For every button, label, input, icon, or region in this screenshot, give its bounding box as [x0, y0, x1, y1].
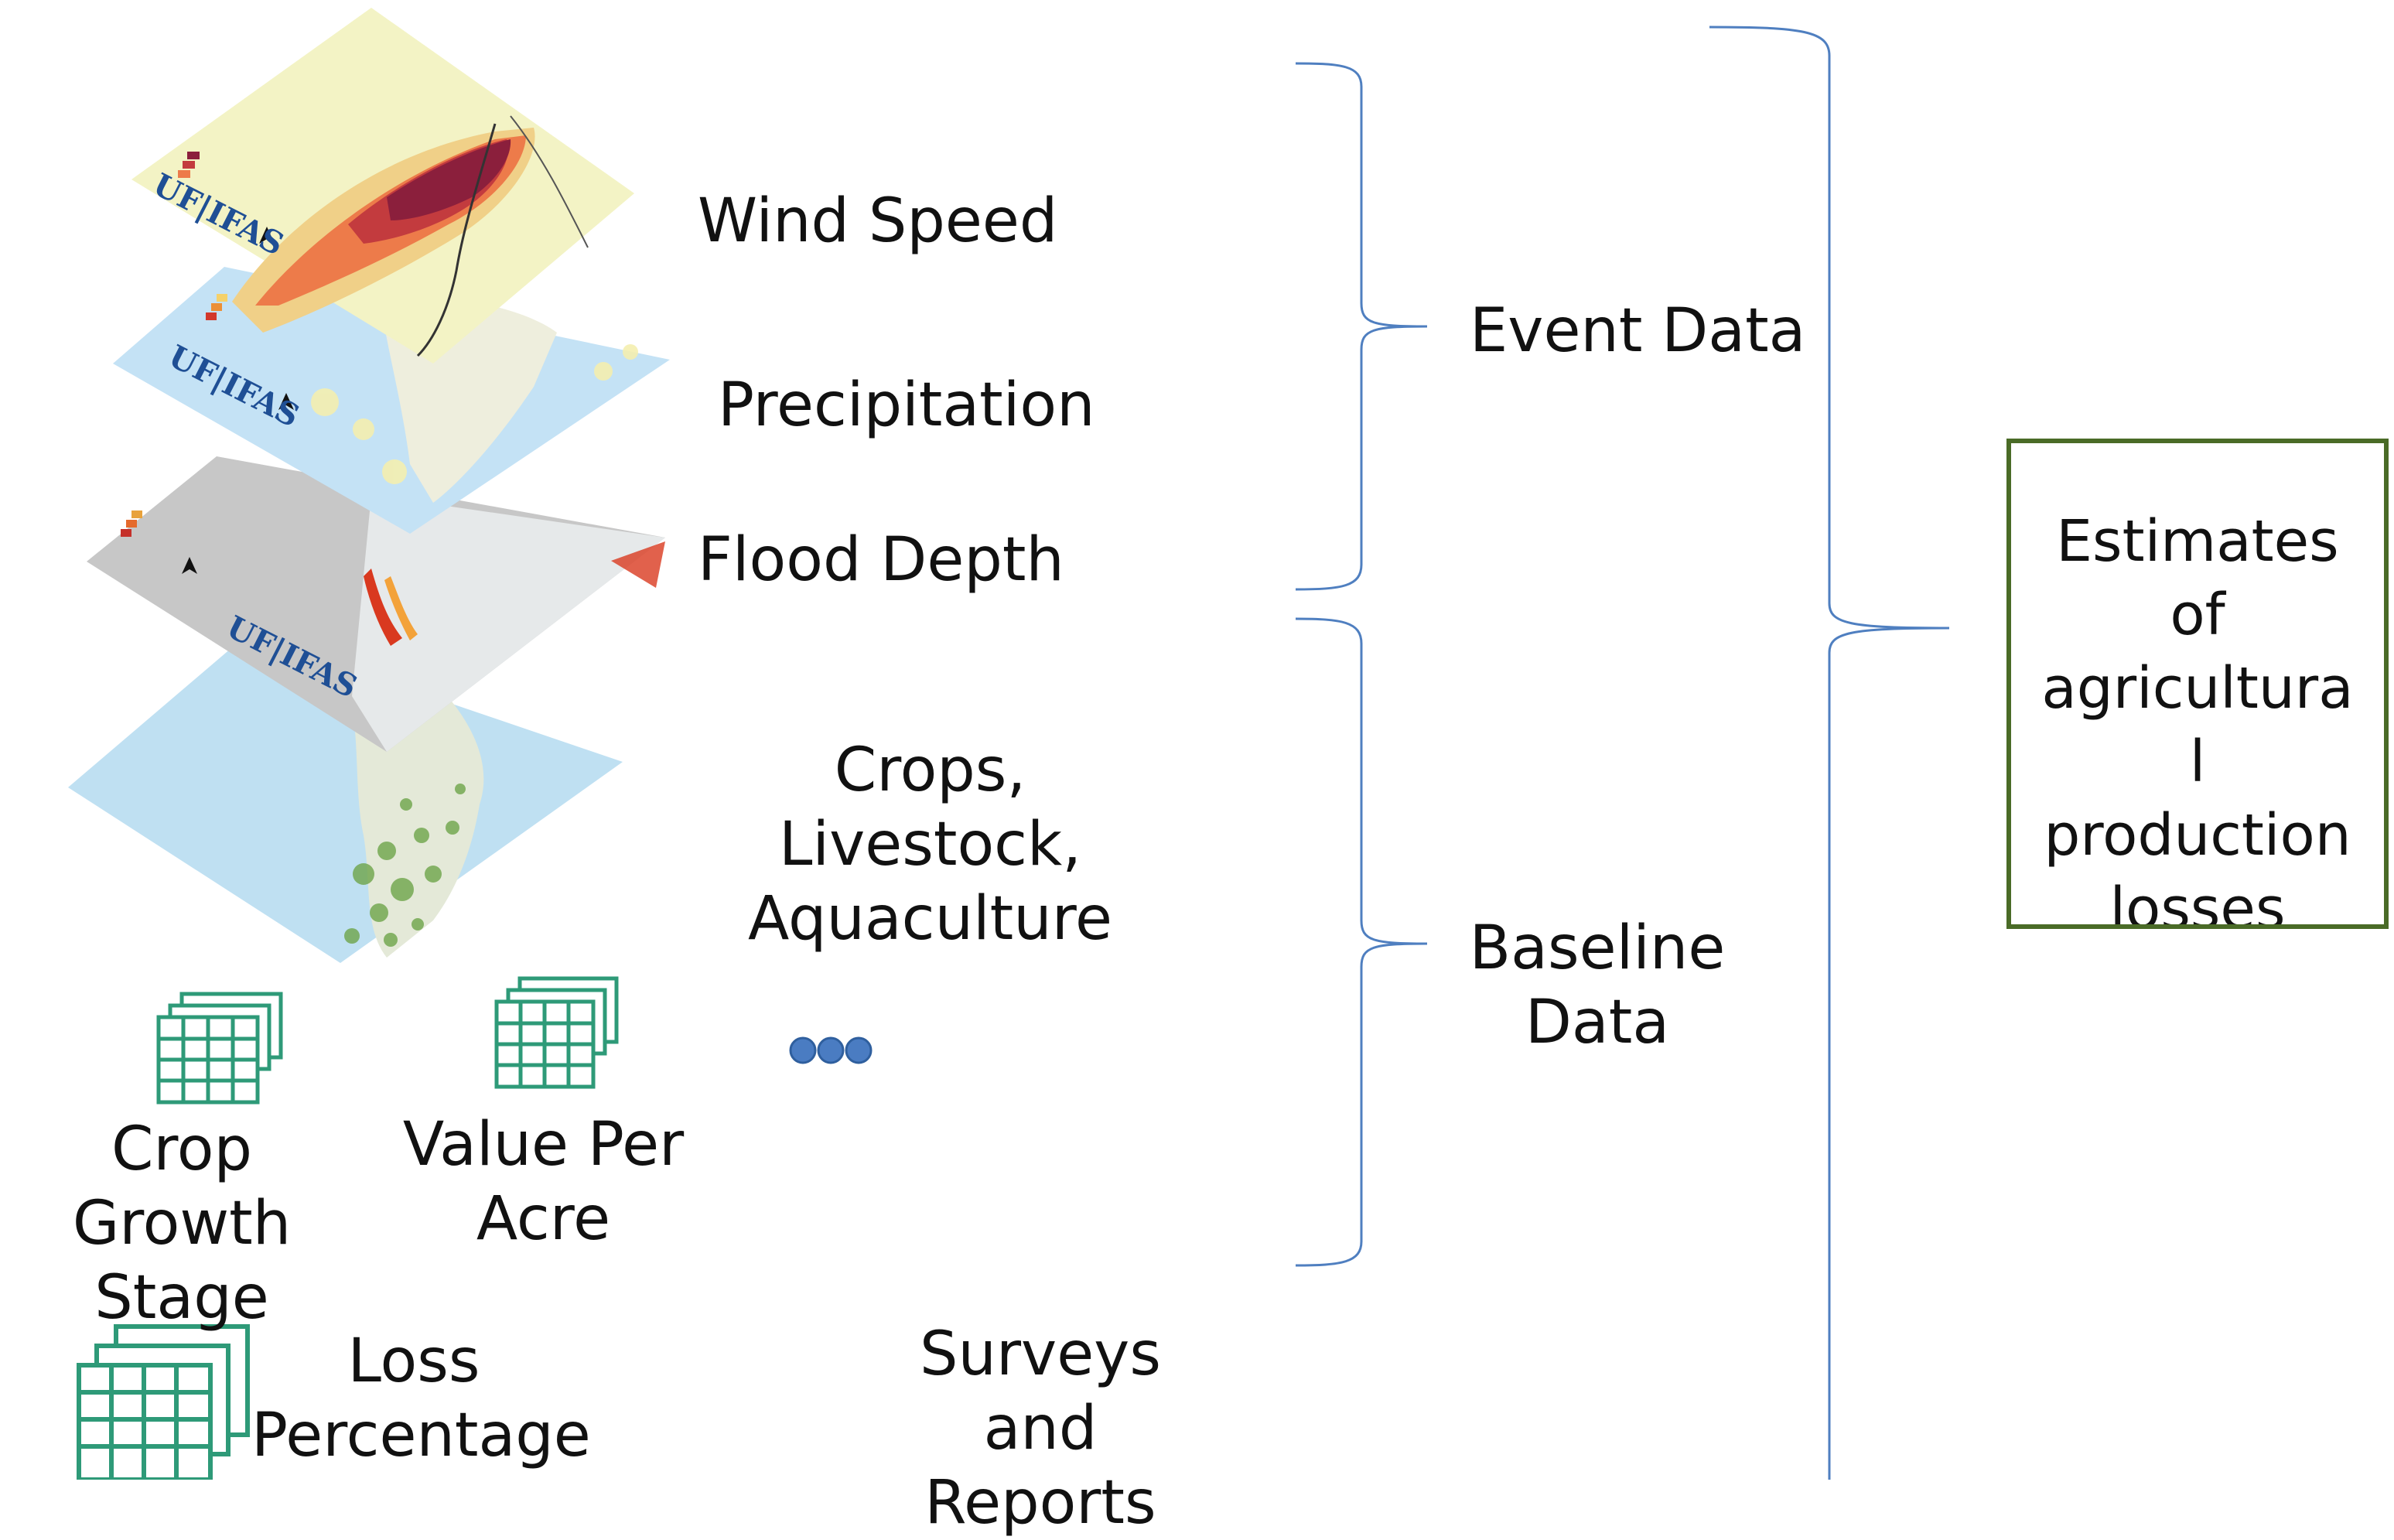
event-data-label: Event Data	[1470, 296, 1806, 366]
crops-livestock-aquaculture-label: Crops, Livestock, Aquaculture	[747, 736, 1113, 954]
crop-growth-stage-label: Crop Growth Stage	[72, 1115, 292, 1333]
crops-map-layer	[68, 634, 623, 963]
table-icon-value-per-acre	[494, 976, 619, 1089]
baseline-data-label: Baseline Data	[1469, 913, 1726, 1057]
table-icon-crop-growth	[156, 992, 283, 1105]
estimates-output-text: Estimates of agricultura l production lo…	[2041, 508, 2354, 929]
ellipsis-dots	[789, 1036, 873, 1064]
flood-depth-map-layer: UF|IFAS	[87, 456, 665, 752]
loss-percentage-label: Loss Percentage	[251, 1327, 591, 1470]
baseline-data-brace	[1295, 617, 1428, 1267]
precipitation-label: Precipitation	[718, 370, 1095, 440]
table-icon-loss-percentage	[77, 1324, 250, 1480]
estimates-output-box: Estimates of agricultura l production lo…	[2006, 439, 2389, 929]
flood-depth-label: Flood Depth	[698, 525, 1064, 595]
wind-speed-map-layer: UF|IFAS	[131, 8, 634, 364]
diagram-graphics: UF|IFAS UF|IFAS UF|IFAS	[68, 8, 1950, 1480]
value-per-acre-label: Value Per Acre	[402, 1110, 685, 1254]
event-data-brace	[1295, 62, 1428, 591]
overall-brace	[1709, 26, 1950, 1480]
surveys-and-reports-label: Surveys and Reports	[920, 1320, 1161, 1538]
wind-speed-label: Wind Speed	[698, 186, 1058, 256]
